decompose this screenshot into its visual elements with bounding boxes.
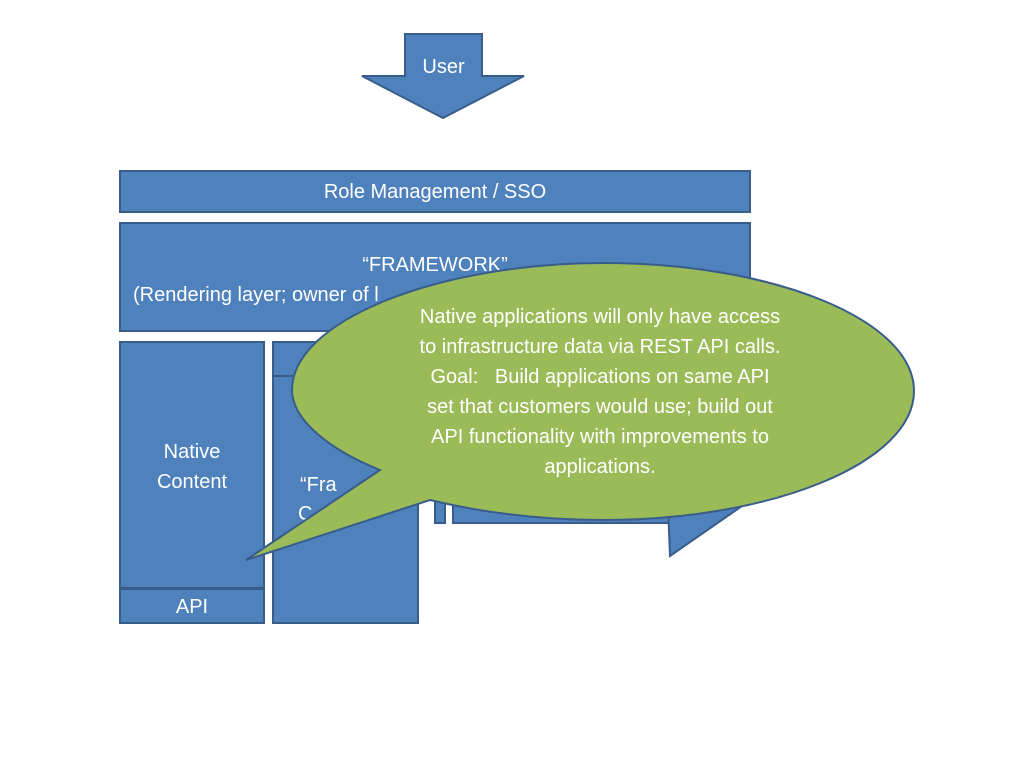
callout-line-1: Native applications will only have acces… (419, 306, 781, 328)
callout-line-3: Goal: Build applications on same API (430, 366, 770, 388)
callout-line-2: to infrastructure data via REST API call… (419, 336, 781, 358)
callout-line-6: applications. (544, 456, 656, 478)
speech-callout-bubble (245, 261, 916, 561)
user-down-arrow (361, 33, 525, 120)
role-management-bar: Role Management / SSO (119, 170, 751, 213)
api-box: API (119, 588, 265, 624)
native-content-box: Native Content (119, 341, 265, 589)
callout-line-5: API functionality with improvements to (431, 426, 769, 448)
framework-column-label-line1: “Fra (300, 474, 337, 496)
role-management-label: Role Management / SSO (323, 181, 547, 203)
framework-subtitle: (Rendering layer; owner of l (133, 284, 379, 306)
callout-text: Native applications will only have acces… (340, 302, 860, 482)
native-content-line2: Content (156, 471, 228, 493)
native-content-line1: Native (163, 441, 221, 463)
framework-title: “FRAMEWORK” (362, 254, 508, 276)
callout-line-4: set that customers would use; build out (427, 396, 773, 418)
api-label: API (175, 596, 209, 618)
user-arrow-label: User (422, 56, 465, 78)
